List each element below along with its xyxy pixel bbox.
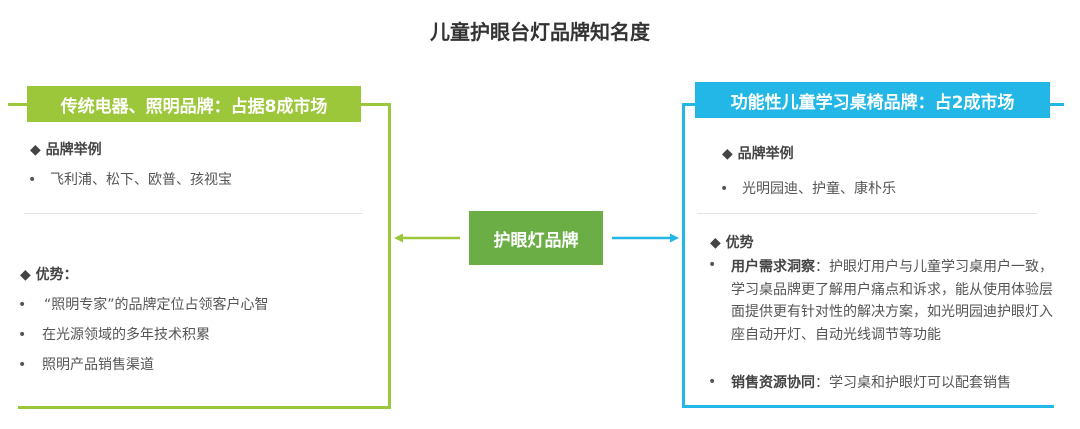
left-divider — [24, 213, 363, 214]
left-advantage-item: • 照明产品销售渠道 — [18, 354, 154, 374]
right-box-border-bottom — [682, 405, 1054, 408]
center-node: 护眼灯品牌 — [469, 211, 603, 265]
left-box-header: 传统电器、照明品牌：占据8成市场 — [27, 86, 361, 122]
left-box-border-top — [360, 103, 391, 106]
advantage-text: ：学习桌和护眼灯可以配套销售 — [815, 375, 1011, 391]
right-advantages-heading: ◆ 优势 — [710, 235, 754, 251]
left-arrow-icon — [394, 233, 460, 243]
right-box-border-top — [1049, 103, 1064, 106]
advantage-text: ：护眼灯用户与儿童学习桌用户一致，学习桌品牌更了解用户痛点和诉求，能从使用体验层… — [731, 259, 1053, 343]
left-advantage-item: • “照明专家”的品牌定位占领客户心智 — [18, 294, 269, 314]
right-advantage-item: 销售资源协同：学习桌和护眼灯可以配套销售 — [731, 372, 1071, 395]
right-brands-item: • 光明园迪、护童、康朴乐 — [720, 178, 896, 198]
bullet: • — [28, 172, 37, 188]
right-box-header: 功能性儿童学习桌椅品牌：占2成市场 — [695, 82, 1050, 118]
bullet: • — [18, 357, 27, 373]
diagram-title: 儿童护眼台灯品牌知名度 — [430, 20, 650, 44]
advantage-title: 销售资源协同 — [731, 375, 815, 391]
left-brands-heading: ◆ 品牌举例 — [30, 142, 102, 158]
left-advantage-text: 照明产品销售渠道 — [42, 357, 154, 373]
left-box-border-bottom — [18, 406, 391, 409]
arrows — [394, 233, 679, 243]
bullet: • — [720, 181, 729, 197]
right-divider — [697, 213, 1037, 214]
left-advantage-text: 在光源领域的多年技术积累 — [42, 327, 210, 343]
right-box-border-top — [682, 103, 697, 106]
right-arrow-icon — [612, 233, 679, 243]
left-box-border-right — [388, 103, 391, 409]
left-brands-text: 飞利浦、松下、欧普、孩视宝 — [50, 172, 232, 188]
right-advantage-item: 用户需求洞察：护眼灯用户与儿童学习桌用户一致，学习桌品牌更了解用户痛点和诉求，能… — [731, 256, 1061, 346]
bullet: • — [18, 297, 27, 313]
advantage-title: 用户需求洞察 — [731, 259, 815, 275]
bullet: • — [708, 257, 717, 273]
bullet: • — [708, 374, 717, 390]
bullet: • — [18, 327, 27, 343]
left-box-border-top — [8, 103, 28, 106]
right-brands-text: 光明园迪、护童、康朴乐 — [742, 181, 896, 197]
left-advantages-heading: ◆ 优势： — [20, 267, 78, 283]
left-advantage-text: “照明专家”的品牌定位占领客户心智 — [44, 297, 269, 313]
right-box-border-left — [682, 103, 685, 408]
left-advantage-item: • 在光源领域的多年技术积累 — [18, 324, 210, 344]
right-brands-heading: ◆ 品牌举例 — [722, 146, 794, 162]
left-brands-item: • 飞利浦、松下、欧普、孩视宝 — [28, 169, 232, 189]
